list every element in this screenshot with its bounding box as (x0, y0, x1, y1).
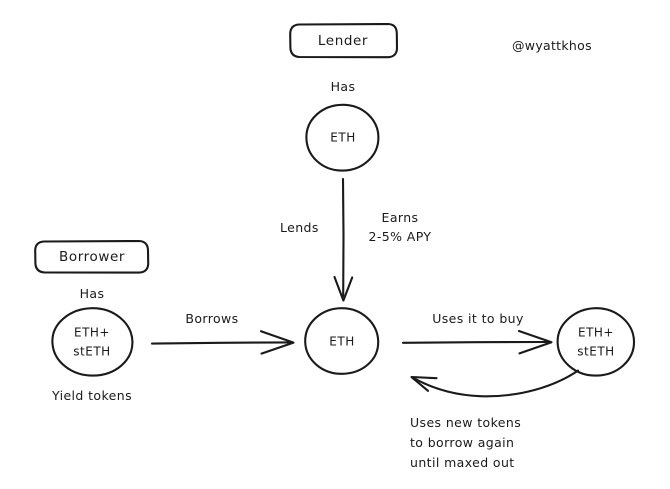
borrower-node-label-line1: ETH+ (74, 325, 110, 340)
uses-to-buy-arrow-head (517, 329, 553, 355)
lends-arrow-head (333, 275, 354, 302)
lends-arrow-shaft (341, 177, 345, 298)
earns-apy-label-line1: Earns (381, 210, 419, 225)
lender-eth-circle (305, 103, 380, 172)
lends-edge-label: Lends (280, 220, 319, 235)
borrows-arrow-shaft (150, 341, 292, 345)
uses-it-to-buy-edge-label: Uses it to buy (432, 311, 524, 326)
author-handle: @wyattkhos (512, 38, 592, 53)
earns-apy-label-line2: 2-5% APY (368, 229, 432, 244)
center-eth-circle (304, 307, 380, 375)
bought-circle (556, 307, 636, 377)
borrower-box-outline (34, 239, 150, 274)
lender-has-caption: Has (330, 79, 356, 94)
loop-back-arrow-head-upper (410, 375, 438, 380)
bought-node-label-line1: ETH+ (578, 325, 614, 340)
borrower-circle (51, 307, 134, 377)
borrows-arrow-head (259, 330, 295, 355)
center-eth-node-label: ETH (329, 334, 355, 349)
lender-box-label: Lender (317, 32, 369, 49)
uses-to-buy-arrow-shaft (401, 340, 550, 344)
loop-back-arrow-head-lower (410, 376, 430, 392)
lender-eth-node-label: ETH (330, 130, 356, 145)
borrower-node-label-line2: stETH (73, 344, 111, 359)
borrower-has-caption: Has (79, 286, 105, 301)
loop-caption-line2: to borrow again (410, 435, 515, 450)
lender-box-outline (289, 22, 399, 59)
loop-back-arrow-curve (411, 369, 580, 398)
borrower-box-label: Borrower (58, 248, 126, 265)
borrows-edge-label: Borrows (185, 311, 239, 326)
yield-tokens-caption: Yield tokens (51, 388, 133, 403)
loop-caption-line1: Uses new tokens (410, 415, 522, 430)
bought-node-label-line2: stETH (577, 344, 615, 359)
loop-caption-line3: until maxed out (410, 455, 515, 470)
